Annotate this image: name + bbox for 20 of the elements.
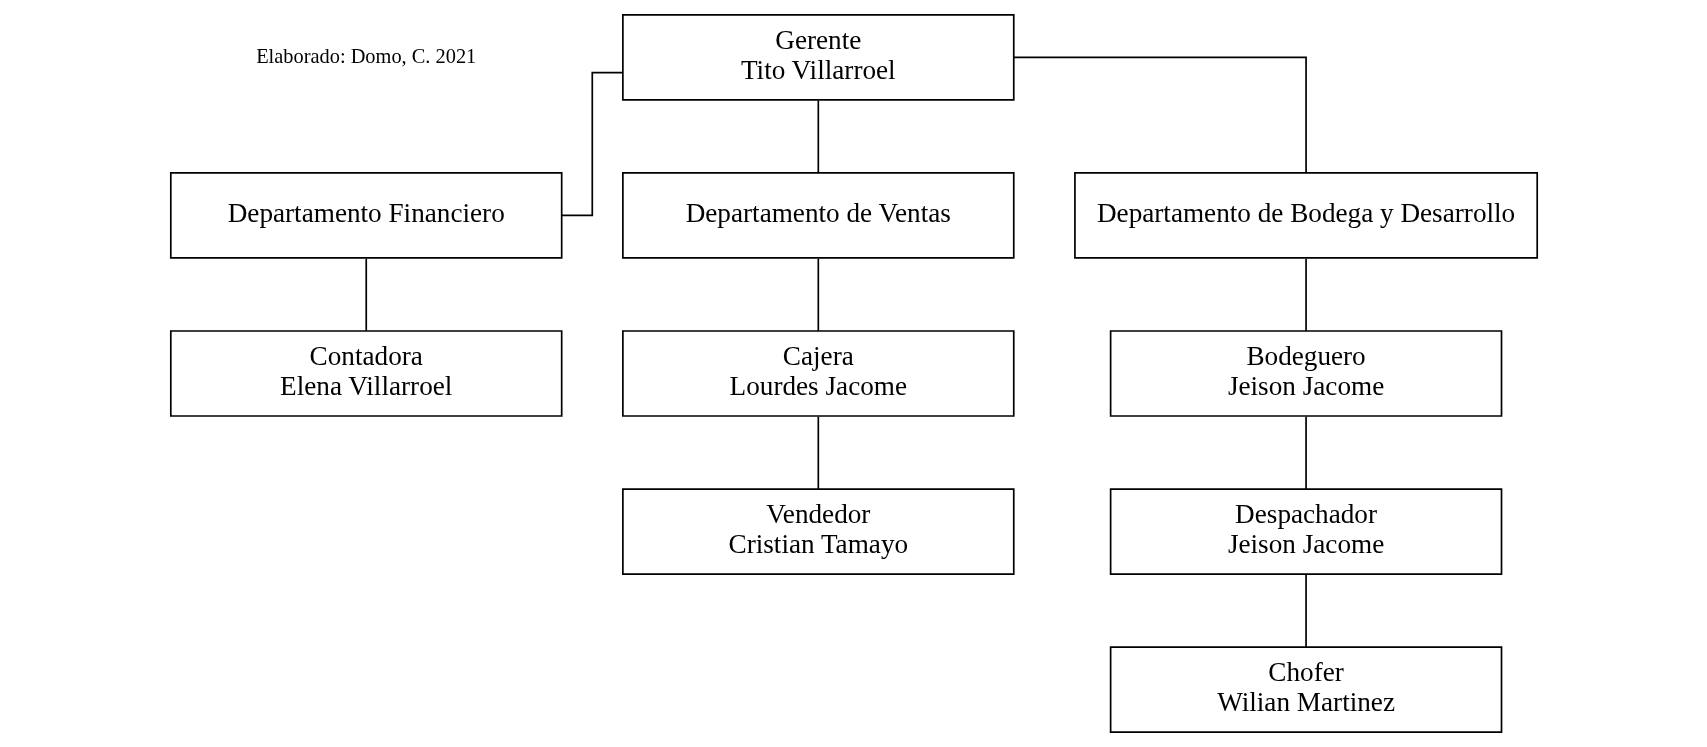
connector	[1304, 257, 1307, 332]
node-box: Departamento Financiero	[169, 172, 563, 259]
connector	[816, 257, 819, 332]
label: Elaborado: Domo, C. 2021	[255, 44, 476, 67]
connector	[1304, 415, 1307, 490]
node-box: Departamento de Ventas	[621, 172, 1015, 259]
connector	[1012, 56, 1307, 174]
node-box: Cajera Lourdes Jacome	[621, 330, 1015, 417]
connector	[364, 257, 367, 332]
node-box: Vendedor Cristian Tamayo	[621, 488, 1015, 575]
node-box: Departamento de Bodega y Desarrollo	[1073, 172, 1538, 259]
node-box: Gerente Tito Villarroel	[621, 14, 1015, 101]
connector	[816, 415, 819, 490]
node-box: Bodeguero Jeison Jacome	[1109, 330, 1502, 417]
node-box: Contadora Elena Villarroel	[169, 330, 563, 417]
node-box: Chofer Wilian Martinez	[1109, 646, 1502, 733]
connector	[1304, 573, 1307, 648]
connector	[816, 99, 819, 174]
connector	[560, 71, 624, 217]
node-box: Despachador Jeison Jacome	[1109, 488, 1502, 575]
